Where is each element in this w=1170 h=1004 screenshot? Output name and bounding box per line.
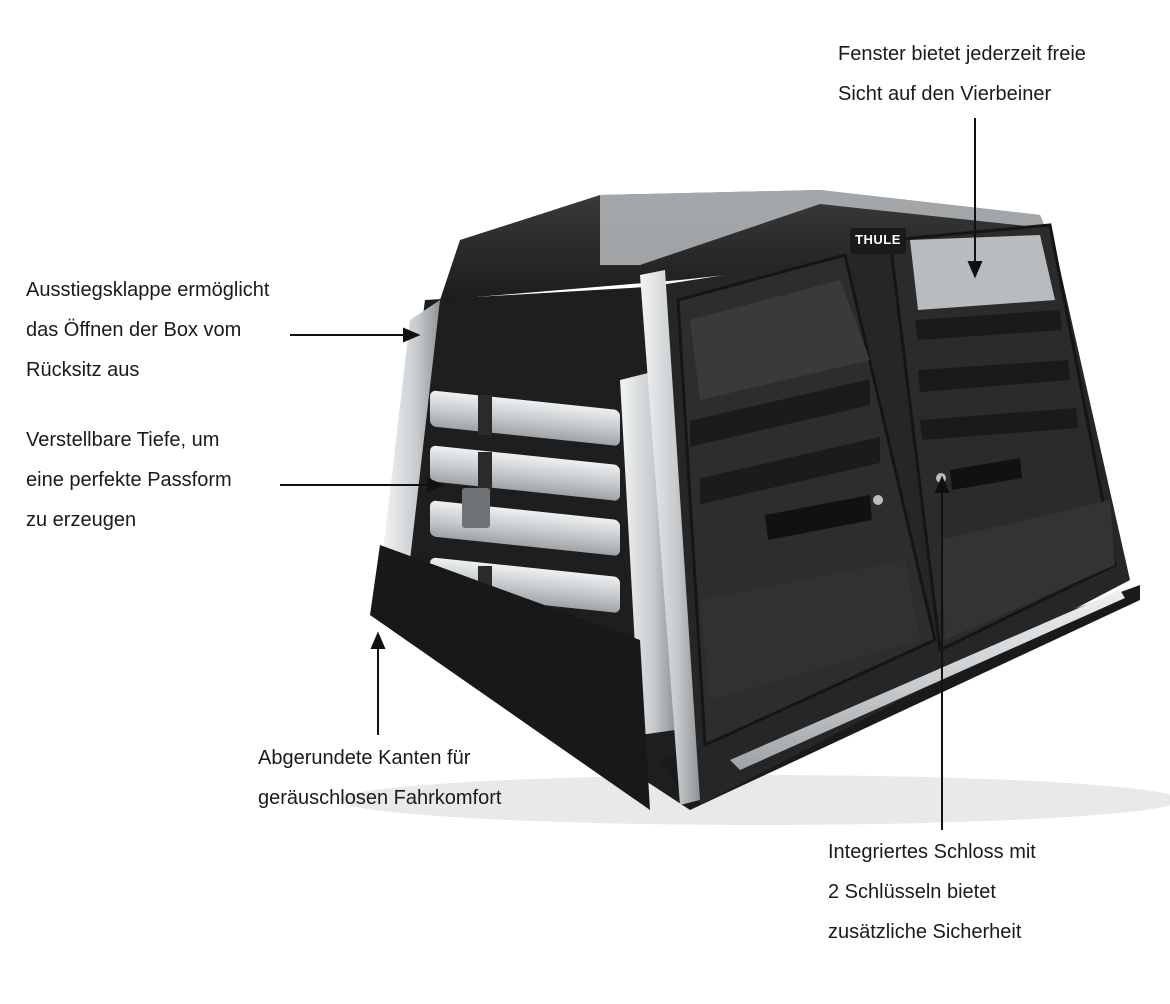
roof	[440, 190, 1050, 300]
annotation-lock: Integriertes Schloss mit 2 Schlüsseln bi…	[828, 832, 1036, 952]
annotation-hatch: Ausstiegsklappe ermöglicht das Öffnen de…	[26, 270, 269, 390]
annotation-depth-line-3: zu erzeugen	[26, 509, 137, 531]
annotation-lock-line-2: 2 Schlüsseln bietet	[828, 881, 996, 903]
pointer-lines	[280, 118, 983, 830]
annotation-window-line-1: Fenster bietet jederzeit freie	[838, 43, 1086, 65]
base-skirt	[370, 545, 650, 810]
front-trim	[640, 270, 700, 805]
brand-logo: THULE	[855, 232, 901, 247]
annotation-edges-line-2: geräuschlosen Fahrkomfort	[258, 787, 502, 809]
door-window	[910, 235, 1055, 310]
annotation-window-line-2: Sicht auf den Vierbeiner	[838, 83, 1052, 105]
annotation-hatch-line-1: Ausstiegsklappe ermöglicht	[26, 279, 270, 301]
annotation-window: Fenster bietet jederzeit freie Sicht auf…	[838, 34, 1086, 114]
annotation-hatch-line-2: das Öffnen der Box vom	[26, 319, 242, 341]
side-frame-rear	[382, 300, 440, 560]
floor-shadow	[340, 775, 1170, 825]
annotation-edges-line-1: Abgerundete Kanten für	[258, 747, 471, 769]
annotation-lock-line-1: Integriertes Schloss mit	[828, 841, 1036, 863]
annotation-depth-line-2: eine perfekte Passform	[26, 469, 232, 491]
annotation-edges: Abgerundete Kanten für geräuschlosen Fah…	[258, 738, 501, 818]
right-door	[888, 223, 1117, 653]
logo-plate	[850, 228, 906, 254]
roof-rail	[600, 190, 1045, 265]
bottom-trim	[730, 590, 1125, 770]
annotation-depth: Verstellbare Tiefe, um eine perfekte Pas…	[26, 420, 232, 540]
annotation-lock-line-3: zusätzliche Sicherheit	[828, 921, 1022, 943]
annotation-depth-line-1: Verstellbare Tiefe, um	[26, 429, 220, 451]
annotation-hatch-line-3: Rücksitz aus	[26, 359, 140, 381]
left-door	[676, 253, 937, 748]
